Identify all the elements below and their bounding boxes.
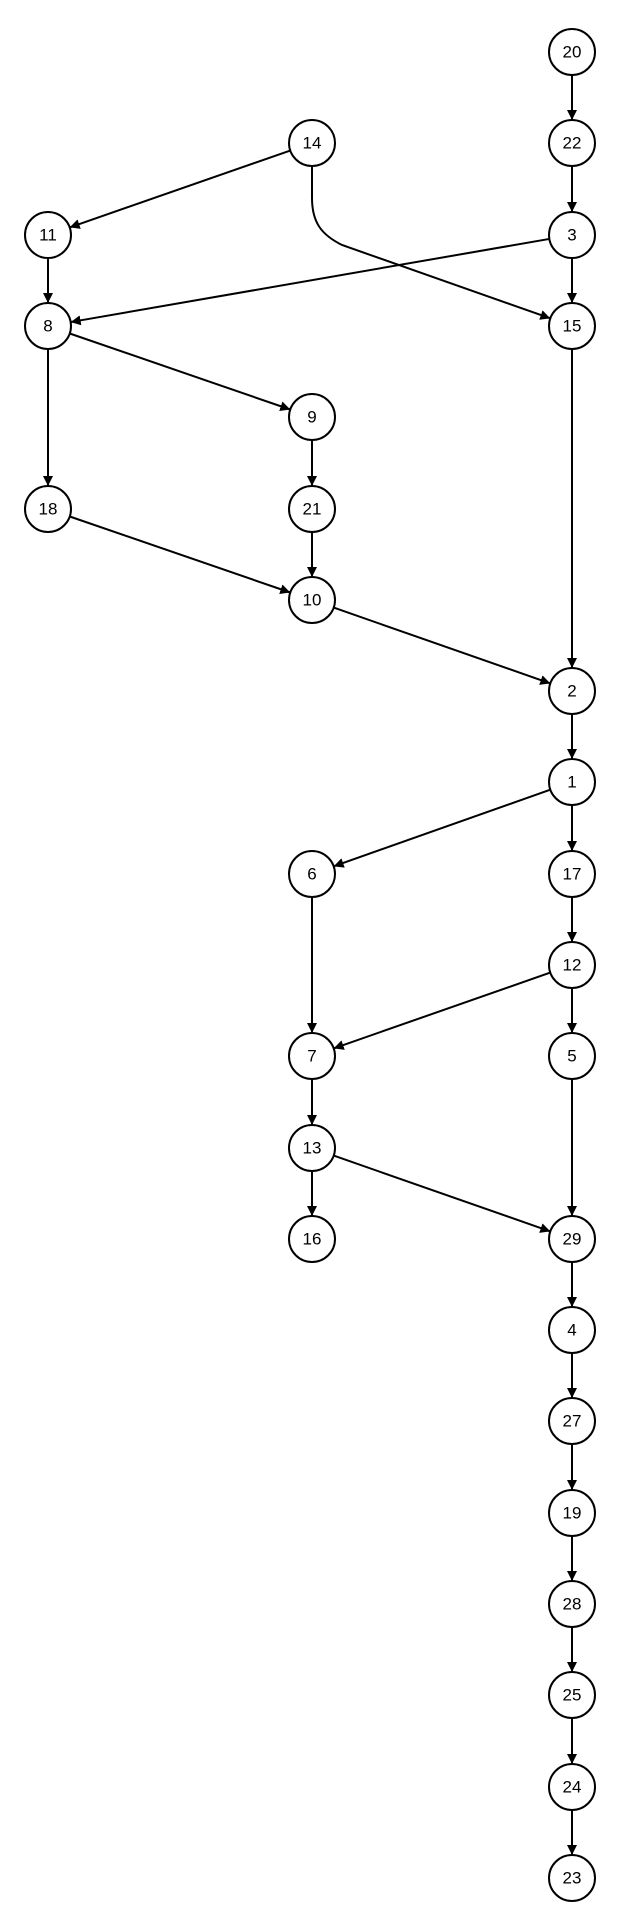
node-circle (548, 1854, 596, 1902)
node-17: 17 (548, 850, 596, 898)
node-2: 2 (548, 667, 596, 715)
node-21: 21 (288, 485, 336, 533)
node-16: 16 (288, 1215, 336, 1263)
node-15: 15 (548, 302, 596, 350)
node-22: 22 (548, 119, 596, 167)
node-25: 25 (548, 1671, 596, 1719)
node-circle (548, 211, 596, 259)
node-label: 7 (307, 1047, 316, 1066)
node-20: 20 (548, 28, 596, 76)
node-label: 10 (303, 591, 322, 610)
node-label: 23 (563, 1869, 582, 1888)
node-18: 18 (24, 485, 72, 533)
edge-3-to-8 (70, 237, 550, 326)
node-7: 7 (288, 1032, 336, 1080)
node-circle (548, 1306, 596, 1354)
node-circle (548, 850, 596, 898)
node-23: 23 (548, 1854, 596, 1902)
node-circle (548, 1397, 596, 1445)
node-label: 15 (563, 317, 582, 336)
node-circle (548, 1763, 596, 1811)
node-circle (24, 485, 72, 533)
node-label: 4 (567, 1321, 576, 1340)
node-circle (548, 302, 596, 350)
node-label: 17 (563, 865, 582, 884)
node-circle (548, 1671, 596, 1719)
node-19: 19 (548, 1489, 596, 1537)
node-9: 9 (288, 393, 336, 441)
node-8: 8 (24, 302, 72, 350)
node-label: 9 (307, 408, 316, 427)
edges (43, 75, 577, 1855)
node-label: 13 (303, 1139, 322, 1158)
node-circle (548, 667, 596, 715)
node-circle (24, 302, 72, 350)
edge-14-to-15 (311, 166, 551, 320)
node-circle (548, 28, 596, 76)
node-28: 28 (548, 1580, 596, 1628)
node-label: 29 (563, 1230, 582, 1249)
node-label: 12 (563, 956, 582, 975)
node-circle (288, 485, 336, 533)
node-circle (548, 1032, 596, 1080)
node-label: 22 (563, 134, 582, 153)
edge-12-to-7 (333, 971, 551, 1050)
node-5: 5 (548, 1032, 596, 1080)
edge-1-to-6 (333, 788, 551, 868)
node-24: 24 (548, 1763, 596, 1811)
node-circle (548, 119, 596, 167)
node-11: 11 (24, 211, 72, 259)
node-27: 27 (548, 1397, 596, 1445)
node-circle (288, 393, 336, 441)
node-label: 18 (39, 500, 58, 519)
edge-8-to-9 (69, 332, 291, 411)
edge-14-to-11 (69, 149, 291, 229)
node-29: 29 (548, 1215, 596, 1263)
node-circle (288, 576, 336, 624)
node-label: 8 (43, 317, 52, 336)
node-label: 14 (303, 134, 322, 153)
node-label: 16 (303, 1230, 322, 1249)
node-4: 4 (548, 1306, 596, 1354)
edge-13-to-29 (333, 1154, 551, 1233)
node-label: 3 (567, 226, 576, 245)
node-label: 5 (567, 1047, 576, 1066)
node-1: 1 (548, 758, 596, 806)
node-circle (288, 1124, 336, 1172)
node-circle (288, 119, 336, 167)
node-label: 21 (303, 500, 322, 519)
node-label: 6 (307, 865, 316, 884)
node-circle (288, 1032, 336, 1080)
node-circle (548, 1489, 596, 1537)
edge-18-to-10 (69, 515, 291, 594)
node-circle (288, 850, 336, 898)
node-14: 14 (288, 119, 336, 167)
node-label: 2 (567, 682, 576, 701)
node-label: 24 (563, 1778, 582, 1797)
node-circle (288, 1215, 336, 1263)
node-label: 1 (567, 773, 576, 792)
node-13: 13 (288, 1124, 336, 1172)
node-circle (24, 211, 72, 259)
node-10: 10 (288, 576, 336, 624)
node-12: 12 (548, 941, 596, 989)
node-circle (548, 758, 596, 806)
node-6: 6 (288, 850, 336, 898)
node-circle (548, 941, 596, 989)
node-label: 11 (39, 226, 57, 245)
node-circle (548, 1580, 596, 1628)
node-label: 20 (563, 43, 582, 62)
node-3: 3 (548, 211, 596, 259)
node-label: 19 (563, 1504, 582, 1523)
edge-10-to-2 (333, 606, 551, 685)
node-circle (548, 1215, 596, 1263)
node-label: 25 (563, 1686, 582, 1705)
node-label: 28 (563, 1595, 582, 1614)
node-label: 27 (563, 1412, 582, 1431)
